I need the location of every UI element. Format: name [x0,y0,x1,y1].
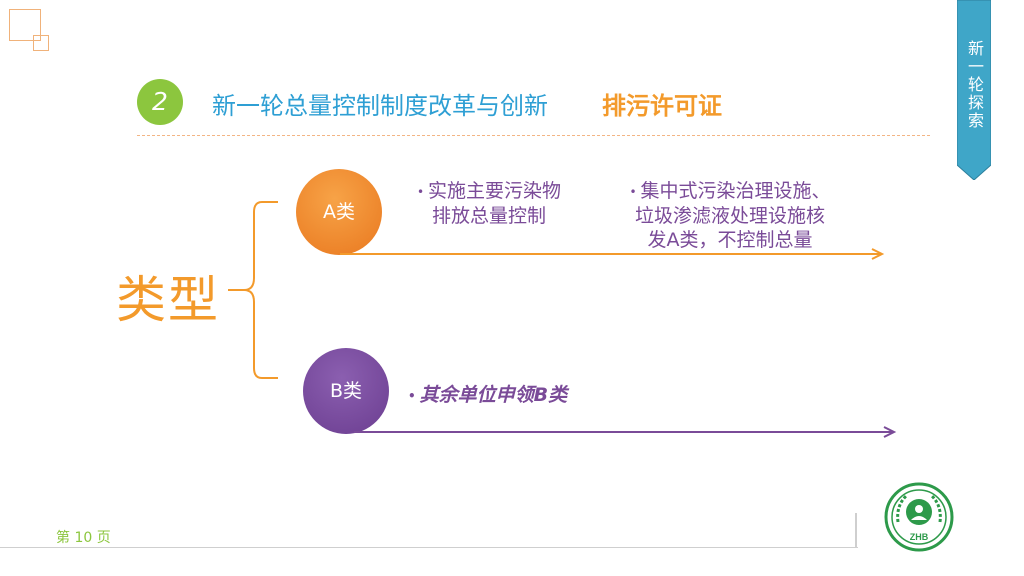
curly-brace-icon [228,201,278,379]
page-title: 新一轮总量控制制度改革与创新 [212,92,548,120]
page-subtitle: 排污许可证 [602,92,722,120]
type-label: 类型 [116,271,220,329]
category-b-bullet-1: •其余单位申领B类 [408,383,567,408]
ribbon-label: 新一轮探索 [965,40,984,130]
page-number: 第 10 页 [56,530,111,546]
bullet-dot-icon: • [416,184,425,199]
arrow-right-icon [354,426,897,438]
category-a-circle: A类 [296,169,382,255]
arrow-right-icon [340,248,885,260]
bullet-line: 实施主要污染物 [428,180,562,202]
zhb-logo-icon: ZHB [884,482,954,552]
category-b-circle: B类 [303,348,389,434]
category-a-bullet-2: •集中式污染治理设施、 垃圾渗滤液处理设施核 发A类，不控制总量 [612,179,848,252]
bullet-line: 垃圾渗滤液处理设施核 [634,204,825,227]
title-divider [137,135,930,136]
category-a-bullet-1: •实施主要污染物 排放总量控制 [404,179,574,228]
logo-text: ZHB [910,532,929,542]
bullet-dot-icon: • [408,388,416,403]
bullet-line: 排放总量控制 [431,204,546,227]
footer-divider-tick [855,513,857,547]
section-number-badge: 2 [137,79,183,125]
bullet-line: 其余单位申领B类 [419,384,568,406]
ribbon-bookmark-icon [957,0,991,180]
bullet-dot-icon: • [629,184,637,199]
bullet-line: 集中式污染治理设施、 [640,180,831,202]
footer-divider [0,547,858,548]
bullet-line: 发A类，不控制总量 [647,228,813,251]
